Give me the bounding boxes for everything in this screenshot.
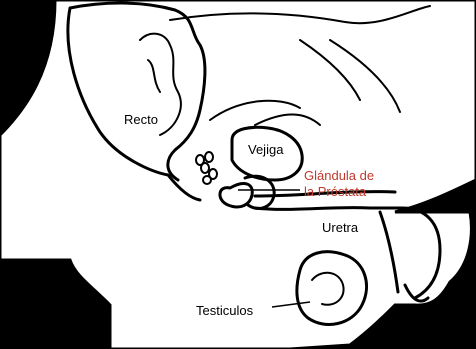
label-testicles: Testiculos: [196, 303, 254, 318]
label-prostate-line1: Glándula de: [304, 168, 374, 183]
label-prostate-line2: la Próstata: [304, 184, 367, 199]
label-bladder: Vejiga: [248, 142, 284, 157]
label-urethra: Uretra: [322, 220, 359, 235]
label-rectum: Recto: [124, 112, 158, 127]
